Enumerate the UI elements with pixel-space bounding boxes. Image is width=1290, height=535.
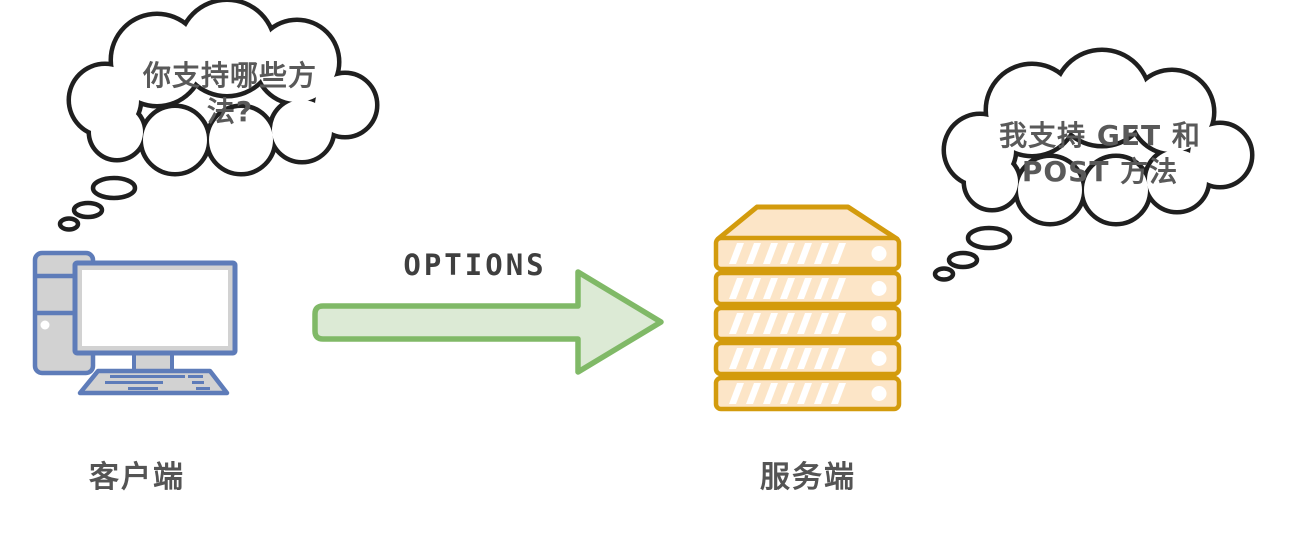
client-label: 客户端 (89, 460, 185, 495)
request-arrow-label: OPTIONS (403, 248, 547, 282)
keyboard-keys (105, 375, 210, 390)
desktop-computer-icon (32, 250, 238, 396)
server-label: 服务端 (760, 460, 856, 495)
server-thought-text: 我支持 GET 和 POST 方法 (999, 119, 1201, 188)
client-thought-text: 你支持哪些方 法? (142, 59, 317, 128)
request-arrow (312, 269, 664, 375)
server-rack-icon (716, 204, 899, 409)
